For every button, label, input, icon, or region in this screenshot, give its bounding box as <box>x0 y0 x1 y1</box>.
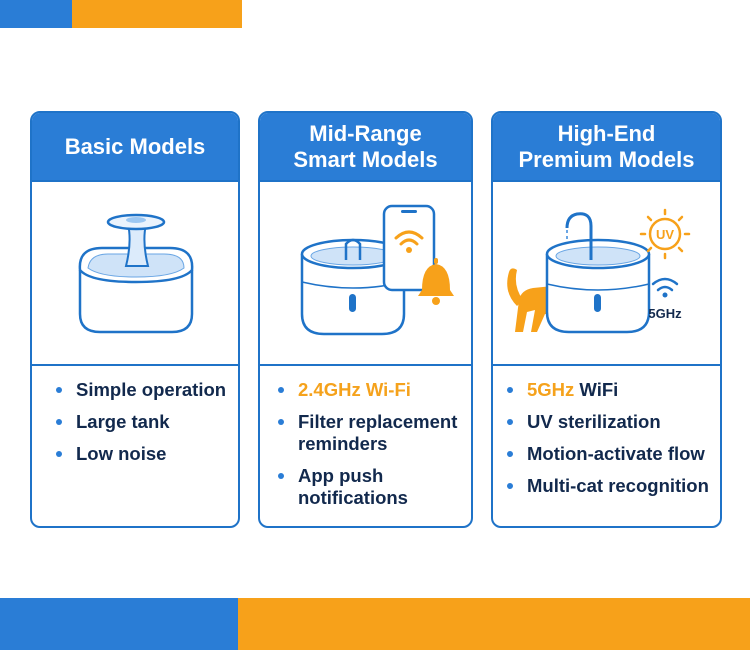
feature-item: Filter replacement reminders <box>278 411 471 455</box>
wifi-icon <box>651 277 679 292</box>
bottom-bar-orange <box>238 598 750 650</box>
card-mid-range-smart-models: Mid-Range Smart Models <box>258 111 473 528</box>
feature-rest: WiFi <box>574 379 619 400</box>
band-label: 5GHz <box>648 306 682 321</box>
basic-fountain-icon <box>78 213 194 334</box>
basic-fountain-illustration <box>32 182 238 366</box>
premium-fountain-illustration: UV 5GHz <box>493 182 720 366</box>
smart-fountain-icon <box>300 204 454 336</box>
feature-item: 5GHz WiFi <box>507 379 720 401</box>
top-bar-blue <box>0 0 72 28</box>
card-basic-models: Basic Models Simple operation Large tank… <box>30 111 240 528</box>
card-high-end-premium-models: High-End Premium Models <box>491 111 722 528</box>
feature-item: App push notifications <box>278 465 471 509</box>
feature-item: UV sterilization <box>507 411 720 433</box>
top-bar-orange <box>72 0 242 28</box>
uv-label: UV <box>656 227 674 242</box>
sun-icon <box>639 208 691 260</box>
bottom-bar-blue <box>0 598 238 650</box>
feature-item: 2.4GHz Wi-Fi <box>278 379 471 401</box>
feature-list: 5GHz WiFi UV sterilization Motion-activa… <box>493 366 720 497</box>
feature-list: 2.4GHz Wi-Fi Filter replacement reminder… <box>260 366 471 509</box>
smart-fountain-illustration <box>260 182 471 366</box>
feature-item: Low noise <box>56 443 238 465</box>
feature-item: Multi-cat recognition <box>507 475 720 497</box>
card-title: Basic Models <box>32 113 238 182</box>
feature-item: Large tank <box>56 411 238 433</box>
feature-accent: 5GHz <box>527 379 575 400</box>
premium-fountain-icon: UV 5GHz <box>507 208 691 334</box>
feature-item: Simple operation <box>56 379 238 401</box>
feature-list: Simple operation Large tank Low noise <box>32 366 238 465</box>
feature-item: Motion-activate flow <box>507 443 720 465</box>
card-title: Mid-Range Smart Models <box>260 113 471 182</box>
card-title: High-End Premium Models <box>493 113 720 182</box>
